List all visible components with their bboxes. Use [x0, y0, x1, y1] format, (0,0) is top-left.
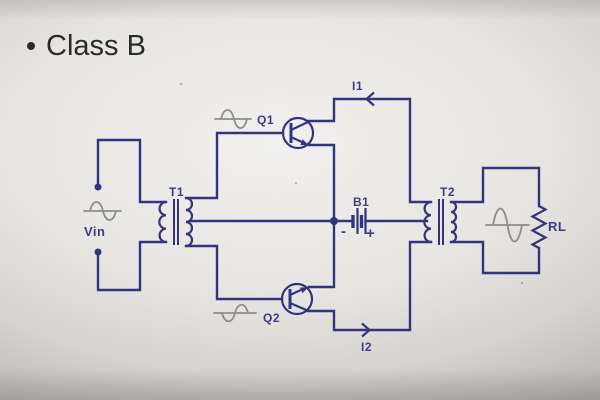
battery-b1: B1 - + — [332, 195, 429, 242]
rl-label: RL — [548, 219, 566, 234]
vin-label: Vin — [84, 224, 106, 239]
t1-to-q2-base-wire — [184, 244, 284, 301]
vin-sine-wave-icon — [83, 201, 122, 221]
battery-plus-sign: + — [366, 225, 375, 242]
rl-loop-bottom-wire — [449, 240, 541, 275]
q1-collector-top-rail — [306, 97, 433, 204]
load-rl: RL — [449, 166, 566, 275]
transformer-t1: T1 — [158, 185, 194, 248]
slide-title-row: Class B — [27, 31, 146, 61]
vin-upper-wire — [96, 138, 168, 204]
q2-emitter-arrow-icon — [300, 287, 309, 294]
sine-curve — [221, 303, 249, 323]
transformer-t2: T2 — [423, 185, 458, 245]
vin-lower-wire — [96, 240, 168, 292]
q2-collector-lead — [289, 301, 309, 312]
sine-curve — [220, 109, 248, 129]
q2-emitter-lead — [289, 288, 304, 296]
dust-speck — [294, 181, 298, 185]
vin-top-terminal-dot — [94, 183, 102, 191]
t1-primary-coil — [158, 200, 167, 244]
dust-speck — [179, 82, 183, 86]
q2-emitter-wire — [307, 219, 336, 289]
rl-resistor-zigzag — [530, 205, 548, 249]
q2-label: Q2 — [263, 311, 280, 325]
sine-curve — [492, 207, 523, 243]
t1-to-q1-base-wire — [184, 131, 285, 200]
q1-emitter-wire — [307, 143, 336, 223]
q2-body-circle — [280, 282, 314, 316]
battery-minus-sign: - — [341, 223, 346, 240]
i2-arrow-right-icon — [361, 322, 372, 338]
t1-label: T1 — [169, 185, 184, 199]
i1-arrow-left-icon — [364, 91, 375, 107]
current-i1: I1 — [352, 79, 375, 107]
t2-primary-coil — [423, 200, 432, 244]
q1-body-circle — [281, 116, 315, 150]
page-title: Class B — [46, 30, 146, 62]
current-i2: I2 — [361, 322, 372, 354]
dust-speck — [520, 281, 524, 285]
transistor-q1: Q1 — [214, 109, 315, 150]
vin-bottom-terminal-dot — [94, 248, 102, 256]
i2-label: I2 — [361, 340, 372, 354]
sine-curve — [89, 201, 117, 221]
b1-label: B1 — [353, 195, 369, 209]
q2-sine-wave-icon — [213, 303, 257, 323]
q1-emitter-arrow-icon — [300, 139, 309, 146]
i1-label: I1 — [352, 79, 363, 93]
vin-source: Vin — [83, 138, 168, 292]
rl-sine-wave-icon — [485, 207, 530, 243]
q1-sine-wave-icon — [214, 109, 252, 129]
t2-secondary-coil — [450, 200, 458, 244]
q1-label: Q1 — [257, 113, 274, 127]
q1-collector-lead — [290, 121, 309, 131]
bullet-icon — [27, 42, 35, 50]
t2-label: T2 — [440, 185, 455, 199]
rl-loop-top-wire — [449, 166, 541, 208]
t1-secondary-coil — [185, 196, 194, 248]
transistor-q2: Q2 — [213, 282, 314, 325]
q2-collector-bottom-rail — [306, 240, 433, 332]
